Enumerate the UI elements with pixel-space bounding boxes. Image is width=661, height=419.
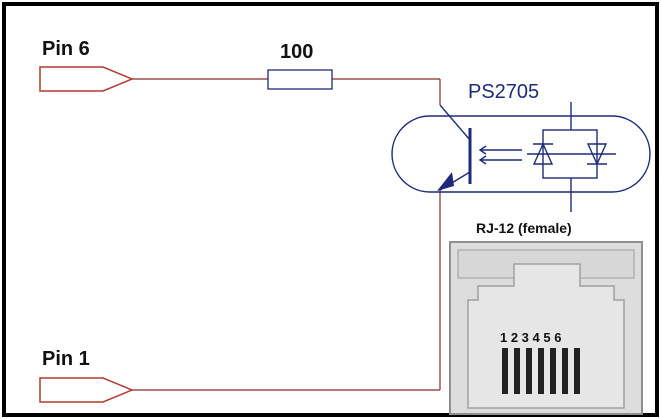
resistor-value-label: 100 [280, 41, 313, 63]
optocoupler-label: PS2705 [468, 81, 539, 103]
rj12-jack-icon [449, 241, 643, 415]
jack-contacts [502, 348, 580, 394]
pin1-label: Pin 1 [42, 348, 90, 370]
optocoupler-body [391, 115, 651, 193]
resistor-icon [267, 69, 333, 90]
pin1-connector-icon [39, 377, 134, 403]
bidirectional-led-icon [527, 102, 616, 212]
light-arrows-icon [478, 145, 522, 165]
connector-pin-numbers: 1 2 3 4 5 6 [500, 330, 561, 345]
pin6-label: Pin 6 [42, 38, 90, 60]
connector-label: RJ-12 (female) [476, 220, 572, 236]
wires [132, 78, 441, 391]
phototransistor-icon [437, 104, 472, 191]
pin6-connector-icon [39, 66, 134, 92]
optocoupler-icon [391, 102, 651, 212]
